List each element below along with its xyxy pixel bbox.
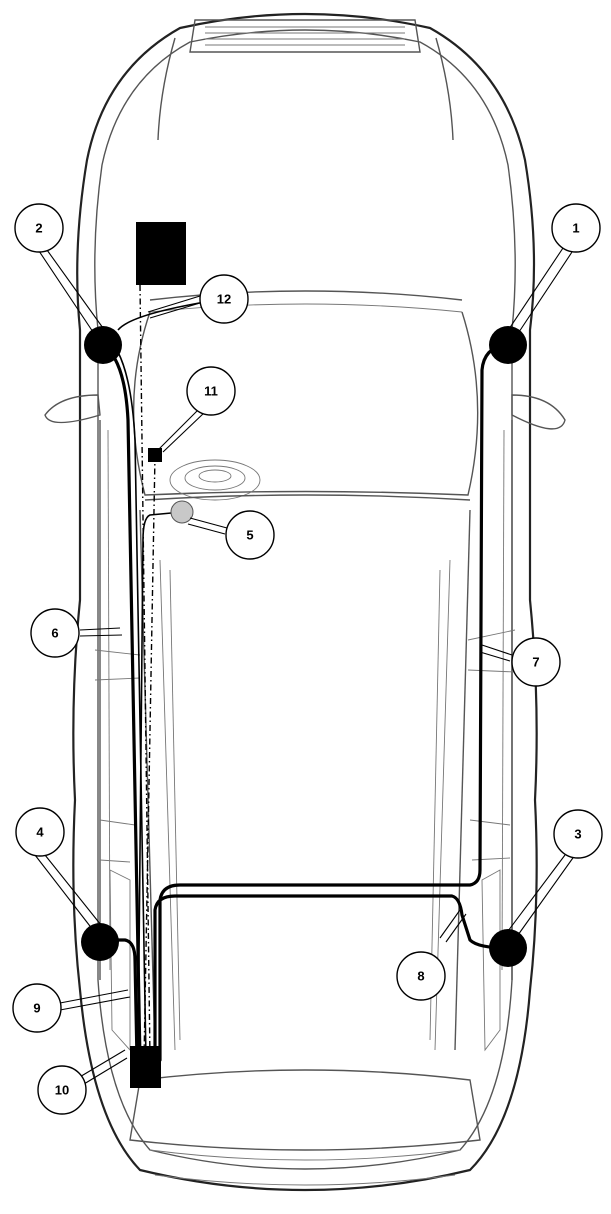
speaker-rear-right	[489, 929, 527, 967]
wiring-harness	[98, 284, 510, 1062]
callout-2-label: 2	[35, 221, 42, 236]
connector-11	[148, 448, 162, 462]
speaker-front-right	[489, 326, 527, 364]
car-body-outline	[44, 12, 566, 1192]
callout-12-label: 12	[217, 292, 231, 307]
callout-5: 5	[225, 510, 275, 560]
components	[81, 222, 527, 1088]
callout-1: 1	[551, 203, 601, 253]
callout-12: 12	[199, 274, 249, 324]
callout-5-label: 5	[246, 528, 253, 543]
callout-10-label: 10	[55, 1083, 69, 1098]
callout-3: 3	[553, 809, 603, 859]
callout-11: 11	[186, 366, 236, 416]
left-mirror	[44, 394, 101, 424]
callout-9-label: 9	[33, 1001, 40, 1016]
callout-1-label: 1	[572, 221, 579, 236]
sensor-5	[170, 500, 194, 524]
callout-8-label: 8	[417, 969, 424, 984]
callout-6: 6	[30, 608, 80, 658]
callout-10: 10	[37, 1065, 87, 1115]
speaker-front-left	[84, 326, 122, 364]
callout-7: 7	[511, 637, 561, 687]
callout-3-label: 3	[574, 827, 581, 842]
callout-2: 2	[14, 203, 64, 253]
callout-4: 4	[15, 807, 65, 857]
callout-9: 9	[12, 983, 62, 1033]
amplifier-10	[130, 1046, 161, 1088]
right-mirror	[511, 394, 566, 430]
leader-lines	[34, 247, 576, 1085]
callout-11-label: 11	[204, 384, 218, 399]
callout-4-label: 4	[36, 825, 44, 840]
callout-8: 8	[396, 951, 446, 1001]
callout-7-label: 7	[532, 655, 539, 670]
speaker-rear-left	[81, 923, 119, 961]
callout-6-label: 6	[51, 626, 58, 641]
module-top	[136, 222, 186, 285]
